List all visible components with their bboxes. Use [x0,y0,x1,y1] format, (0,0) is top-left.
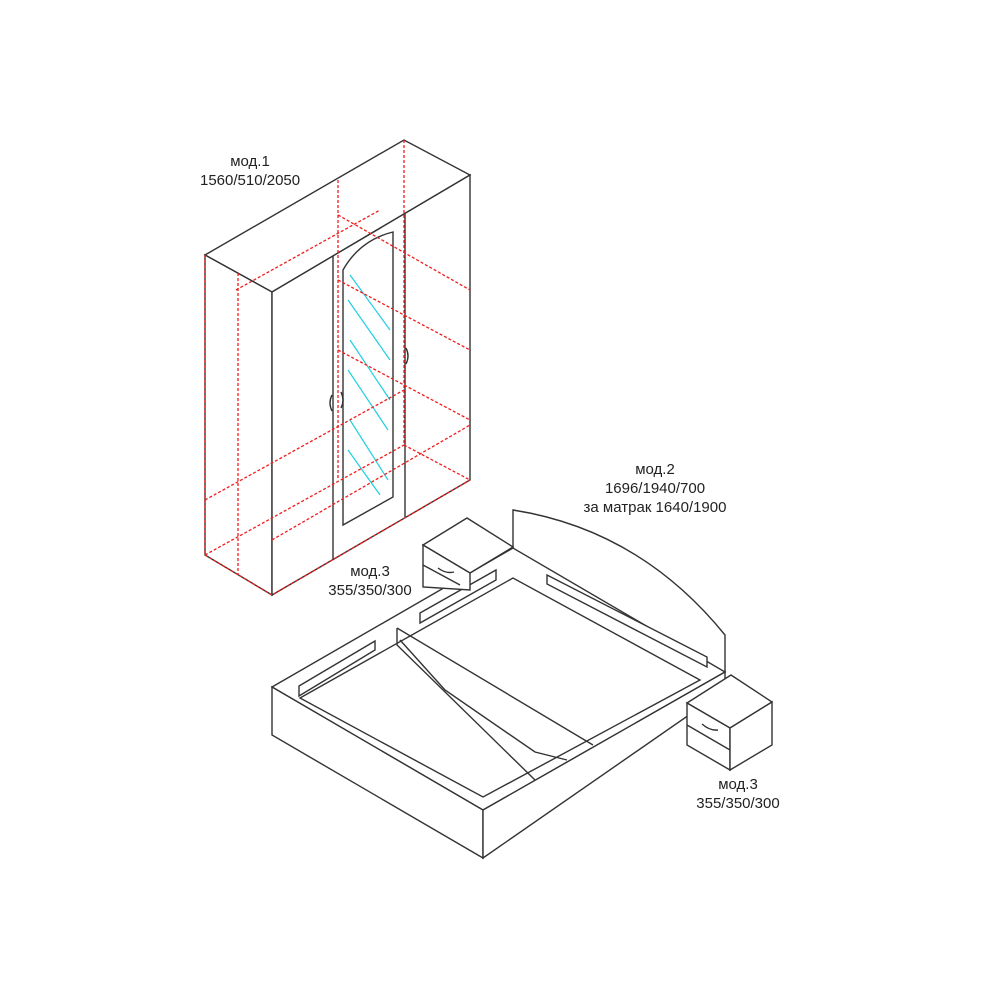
slat-curve [399,639,568,761]
nightstand-left-drawing [421,517,515,591]
nightstand-dims: 355/350/300 [696,795,780,812]
handle-icon [701,723,719,731]
nightstand-name: мод.3 [350,563,390,580]
mirror-reflection [347,274,391,496]
drawer-line [686,724,731,751]
shelf-slot [546,573,708,669]
shelf-slot [298,639,376,698]
nightstand-side [729,700,773,772]
nightstand-right-label: мод.3 355/350/300 [688,775,788,813]
bed-dims: 1696/1940/700 [604,480,706,497]
nightstand-dims: 355/350/300 [328,582,412,599]
headboard [512,509,726,674]
drawer-line [422,564,461,586]
hidden-edges [204,140,471,596]
bed-base [298,577,702,798]
wardrobe-label: мод.1 1560/510/2050 [200,152,300,190]
bed-mattress: за матрак 1640/1900 [583,499,727,516]
handle-icon [329,394,333,412]
wardrobe-drawing [203,139,472,597]
wardrobe-name: мод.1 [230,153,270,170]
nightstand-name: мод.3 [718,776,758,793]
nightstand-left-label: мод.3 355/350/300 [320,562,420,600]
bed-drawing [270,509,727,860]
bed-label: мод.2 1696/1940/700 за матрак 1640/1900 [560,460,750,517]
center-rail [396,627,594,746]
handle-icon [340,391,344,409]
mirror-frame [342,231,394,527]
bed-name: мод.2 [635,461,675,478]
nightstand-front [422,543,471,591]
nightstand-right-drawing [685,674,774,772]
handle-icon [405,347,409,365]
center-rail [396,628,536,781]
handle-icon [437,567,455,574]
wardrobe-dims: 1560/510/2050 [200,172,301,189]
